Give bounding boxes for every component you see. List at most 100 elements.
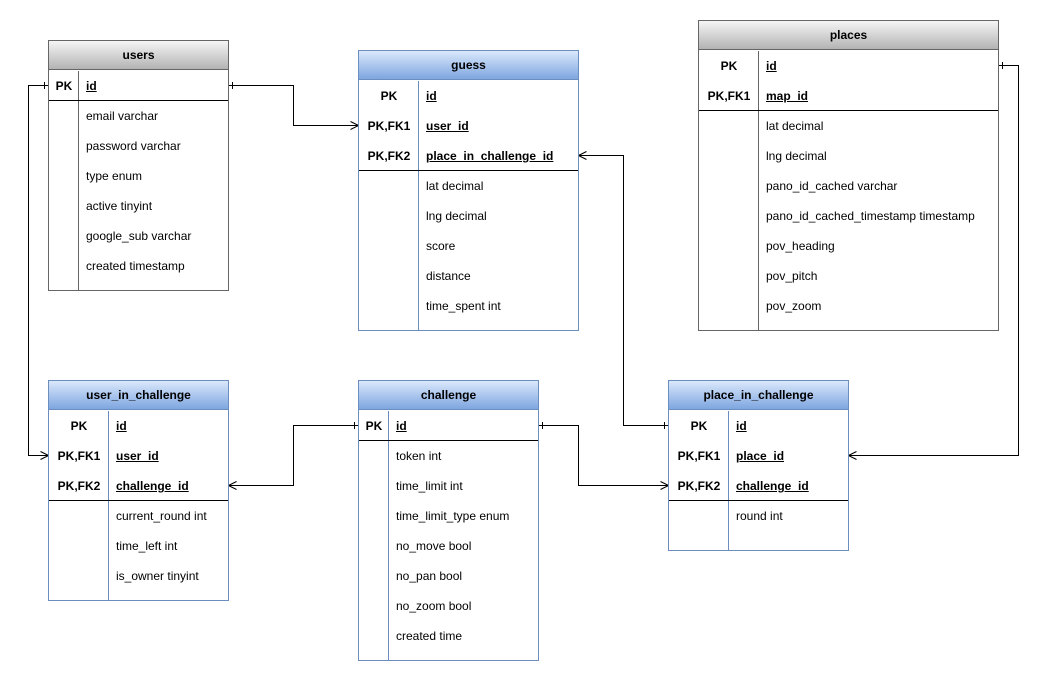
attribute-column: lat decimal xyxy=(766,119,824,133)
attribute-column: round int xyxy=(736,509,783,523)
key-label: PK,FK2 xyxy=(677,479,721,493)
entity-title: places xyxy=(699,21,998,50)
key-row: PK id xyxy=(669,411,848,441)
attribute-row: round int xyxy=(669,501,848,531)
attribute-row: lng decimal xyxy=(359,201,578,231)
key-column: id xyxy=(86,79,97,93)
attribute-column: is_owner tinyint xyxy=(116,569,199,583)
column-divider xyxy=(78,71,79,290)
key-separator xyxy=(49,100,228,101)
rel-users-user-in-challenge xyxy=(28,85,49,456)
key-column: id xyxy=(736,419,747,433)
attribute-column: active tinyint xyxy=(86,199,153,213)
entity-title: guess xyxy=(359,51,578,80)
attribute-row: password varchar xyxy=(49,131,228,161)
key-column: place_id xyxy=(736,449,785,463)
attribute-row: no_move bool xyxy=(359,531,538,561)
attribute-row: pov_pitch xyxy=(699,261,998,291)
attribute-column: token int xyxy=(396,449,442,463)
attribute-row: no_pan bool xyxy=(359,561,538,591)
key-label: PK xyxy=(70,419,88,433)
key-label: PK xyxy=(690,419,708,433)
key-column: id xyxy=(116,419,127,433)
key-column: challenge_id xyxy=(736,479,809,493)
key-label: PK xyxy=(720,59,738,73)
attribute-column: created time xyxy=(396,629,463,643)
attribute-column: lng decimal xyxy=(766,149,827,163)
attribute-row: current_round int xyxy=(49,501,228,531)
attribute-column: time_limit_type enum xyxy=(396,509,510,523)
rel-users-guess xyxy=(228,85,359,126)
attribute-row: lat decimal xyxy=(359,171,578,201)
key-separator xyxy=(49,500,228,501)
attribute-column: pov_zoom xyxy=(766,299,822,313)
key-label: PK,FK2 xyxy=(57,479,101,493)
key-row: PK,FK2 challenge_id xyxy=(669,471,848,501)
attribute-column: no_move bool xyxy=(396,539,472,553)
attribute-column: time_left int xyxy=(116,539,178,553)
attribute-row: pov_heading xyxy=(699,231,998,261)
attribute-column: type enum xyxy=(86,169,143,183)
key-label: PK xyxy=(380,89,398,103)
attribute-column: email varchar xyxy=(86,109,159,123)
attribute-row: active tinyint xyxy=(49,191,228,221)
attribute-column: pov_pitch xyxy=(766,269,818,283)
key-separator xyxy=(699,110,998,111)
key-row: PK id xyxy=(699,51,998,81)
key-separator xyxy=(359,440,538,441)
key-column: user_id xyxy=(116,449,159,463)
attribute-row: time_limit int xyxy=(359,471,538,501)
key-column: id xyxy=(766,59,777,73)
column-divider xyxy=(758,51,759,330)
attribute-column: no_pan bool xyxy=(396,569,463,583)
key-separator xyxy=(669,500,848,501)
attribute-column: lat decimal xyxy=(426,179,484,193)
attribute-row: created timestamp xyxy=(49,251,228,281)
rel-guess-place-in-challenge xyxy=(578,155,669,426)
attribute-row: no_zoom bool xyxy=(359,591,538,621)
attribute-row: distance xyxy=(359,261,578,291)
attribute-row: google_sub varchar xyxy=(49,221,228,251)
key-label: PK xyxy=(55,79,73,93)
attribute-row: created time xyxy=(359,621,538,651)
attribute-row: is_owner tinyint xyxy=(49,561,228,591)
attribute-row: email varchar xyxy=(49,101,228,131)
column-divider xyxy=(418,81,419,330)
attribute-column: lng decimal xyxy=(426,209,487,223)
attribute-column: password varchar xyxy=(86,139,181,153)
attribute-column: time_spent int xyxy=(426,299,501,313)
key-label: PK,FK2 xyxy=(367,149,411,163)
column-divider xyxy=(728,411,729,550)
attribute-column: distance xyxy=(426,269,471,283)
attribute-column: pano_id_cached varchar xyxy=(766,179,898,193)
key-label: PK,FK1 xyxy=(707,89,751,103)
attribute-row: token int xyxy=(359,441,538,471)
attribute-row: time_limit_type enum xyxy=(359,501,538,531)
attribute-column: time_limit int xyxy=(396,479,463,493)
entity-title: challenge xyxy=(359,381,538,410)
attribute-column: score xyxy=(426,239,456,253)
rel-challenge-place-in-challenge xyxy=(538,425,669,486)
key-label: PK xyxy=(365,419,383,433)
attribute-row: pano_id_cached varchar xyxy=(699,171,998,201)
entity-title: users xyxy=(49,41,228,70)
attribute-row: pov_zoom xyxy=(699,291,998,321)
attribute-column: pano_id_cached_timestamp timestamp xyxy=(766,209,975,223)
attribute-row: time_left int xyxy=(49,531,228,561)
key-row: PK id xyxy=(49,411,228,441)
attribute-column: current_round int xyxy=(116,509,207,523)
attribute-row: score xyxy=(359,231,578,261)
attribute-row: pano_id_cached_timestamp timestamp xyxy=(699,201,998,231)
attribute-row: time_spent int xyxy=(359,291,578,321)
